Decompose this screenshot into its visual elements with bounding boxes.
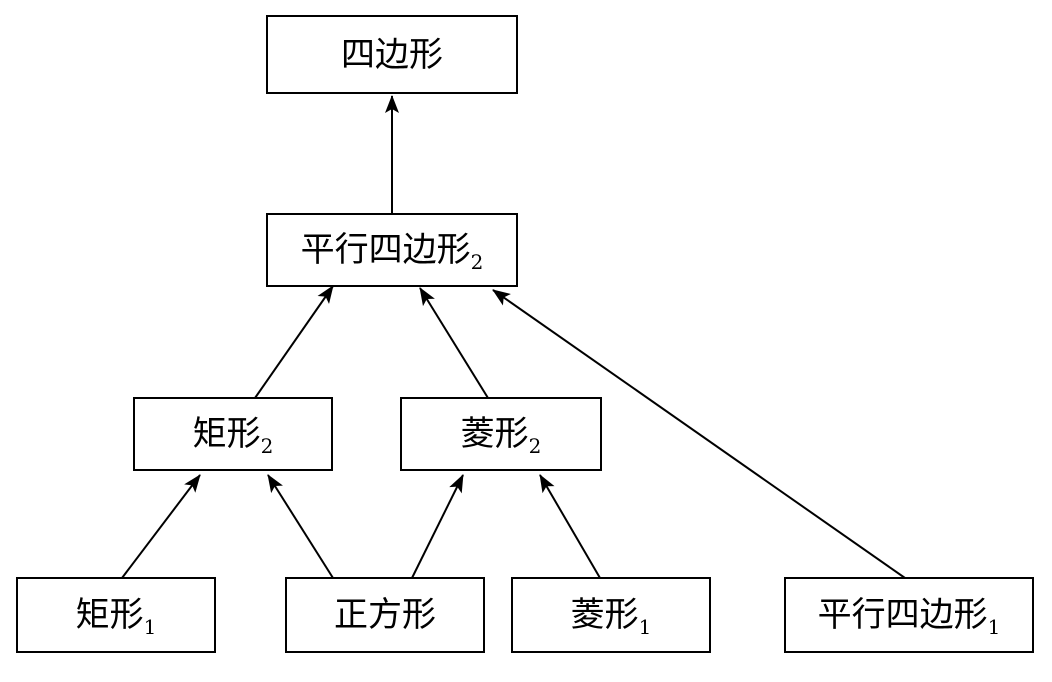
node-rhombus-1: 菱形1 — [511, 577, 711, 653]
node-rhombus-2: 菱形2 — [400, 397, 602, 471]
edge-rhombus2-to-parallelogram2 — [419, 287, 489, 399]
node-label: 四边形 — [341, 35, 443, 75]
node-label: 矩形1 — [76, 595, 157, 639]
node-label: 矩形2 — [193, 414, 274, 458]
edge-square-to-rectangle2 — [267, 474, 334, 579]
node-parallelogram-1: 平行四边形1 — [784, 577, 1034, 653]
node-box — [266, 213, 518, 287]
edge-rectangle1-to-rectangle2 — [121, 474, 201, 579]
edge-square-to-rhombus2 — [411, 474, 464, 579]
node-label: 菱形1 — [571, 595, 652, 639]
node-rectangle-2: 矩形2 — [133, 397, 333, 471]
node-parallelogram-2: 平行四边形2 — [266, 213, 518, 287]
node-box — [400, 397, 602, 471]
node-box — [511, 577, 711, 653]
edge-rectangle2-to-parallelogram2 — [254, 285, 334, 399]
node-quadrilateral: 四边形 — [266, 15, 518, 94]
node-label: 正方形 — [334, 595, 436, 635]
node-box — [16, 577, 216, 653]
node-box — [285, 577, 485, 653]
node-box — [266, 15, 518, 94]
node-label: 平行四边形1 — [818, 595, 1001, 639]
node-label: 平行四边形2 — [301, 230, 484, 274]
edges — [121, 95, 906, 579]
edge-parallelogram1-to-parallelogram2 — [492, 289, 906, 579]
node-box — [133, 397, 333, 471]
node-box — [784, 577, 1034, 653]
node-rectangle-1: 矩形1 — [16, 577, 216, 653]
edge-rhombus1-to-rhombus2 — [539, 474, 601, 579]
node-square: 正方形 — [285, 577, 485, 653]
node-label: 菱形2 — [461, 414, 542, 458]
